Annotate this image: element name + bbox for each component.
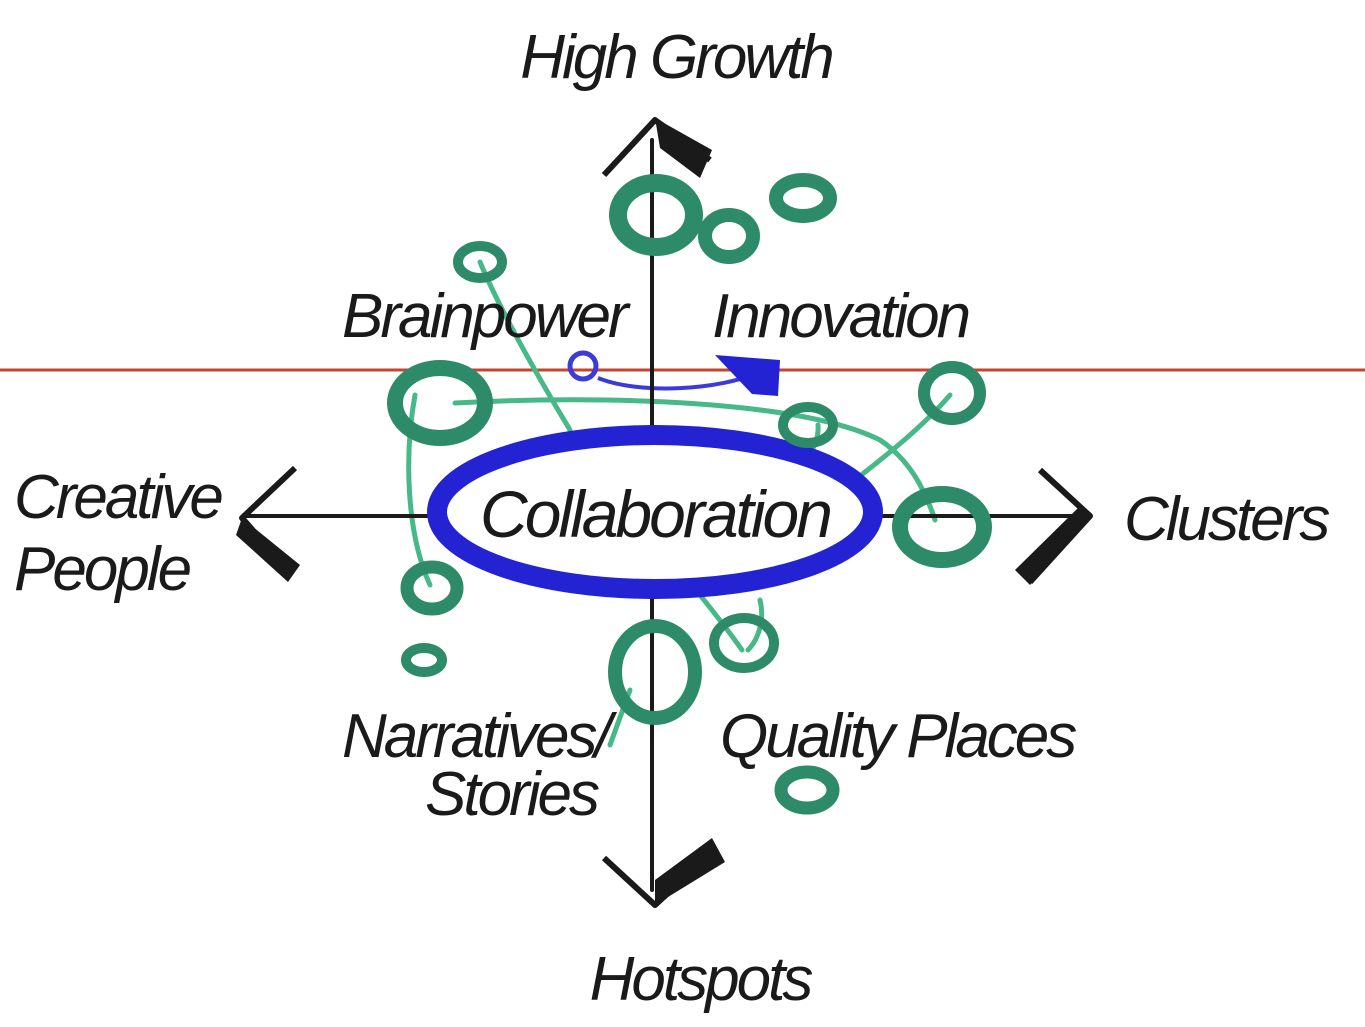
node-top-large (609, 174, 703, 256)
green-nodes (387, 173, 992, 815)
node-innovation-small (778, 402, 838, 448)
quadrant-label-upper-left: Brainpower (342, 282, 631, 351)
ellipse-highlight (681, 430, 724, 440)
node-bottom-right (709, 613, 779, 673)
quadrant-label-upper-right: Innovation (712, 282, 969, 351)
quadrant-label-lower-left-line2: Stories (425, 760, 599, 829)
brainpower-innovation-arrow (567, 350, 780, 396)
arrow-down-icon (601, 838, 725, 908)
axis-label-left-line1: Creative (14, 463, 222, 532)
collaboration-ellipse (427, 425, 883, 599)
node-lower-left-small (401, 643, 447, 677)
axis-label-right: Clusters (1124, 485, 1329, 554)
arrow-left-icon (236, 465, 300, 582)
axis-label-left-line2: People (14, 535, 191, 604)
node-upper-right (918, 361, 986, 425)
node-top-small (698, 208, 760, 264)
node-top-right (769, 173, 837, 223)
quadrant-label-lower-right: Quality Places (720, 702, 1076, 771)
node-lower-left (400, 560, 464, 616)
arrow-up-icon (601, 117, 712, 178)
node-bottom-large (608, 619, 702, 725)
node-brainpower (453, 241, 507, 283)
node-clusters (892, 486, 992, 568)
axis-label-bottom: Hotspots (590, 945, 813, 1014)
axis-label-top: High Growth (520, 23, 832, 92)
center-label: Collaboration (480, 477, 830, 551)
quadrant-label-lower-left-line1: Narratives/ (342, 702, 618, 771)
node-left-large (387, 360, 493, 446)
node-quality-places (774, 765, 840, 815)
arrow-right-icon (1015, 467, 1093, 585)
